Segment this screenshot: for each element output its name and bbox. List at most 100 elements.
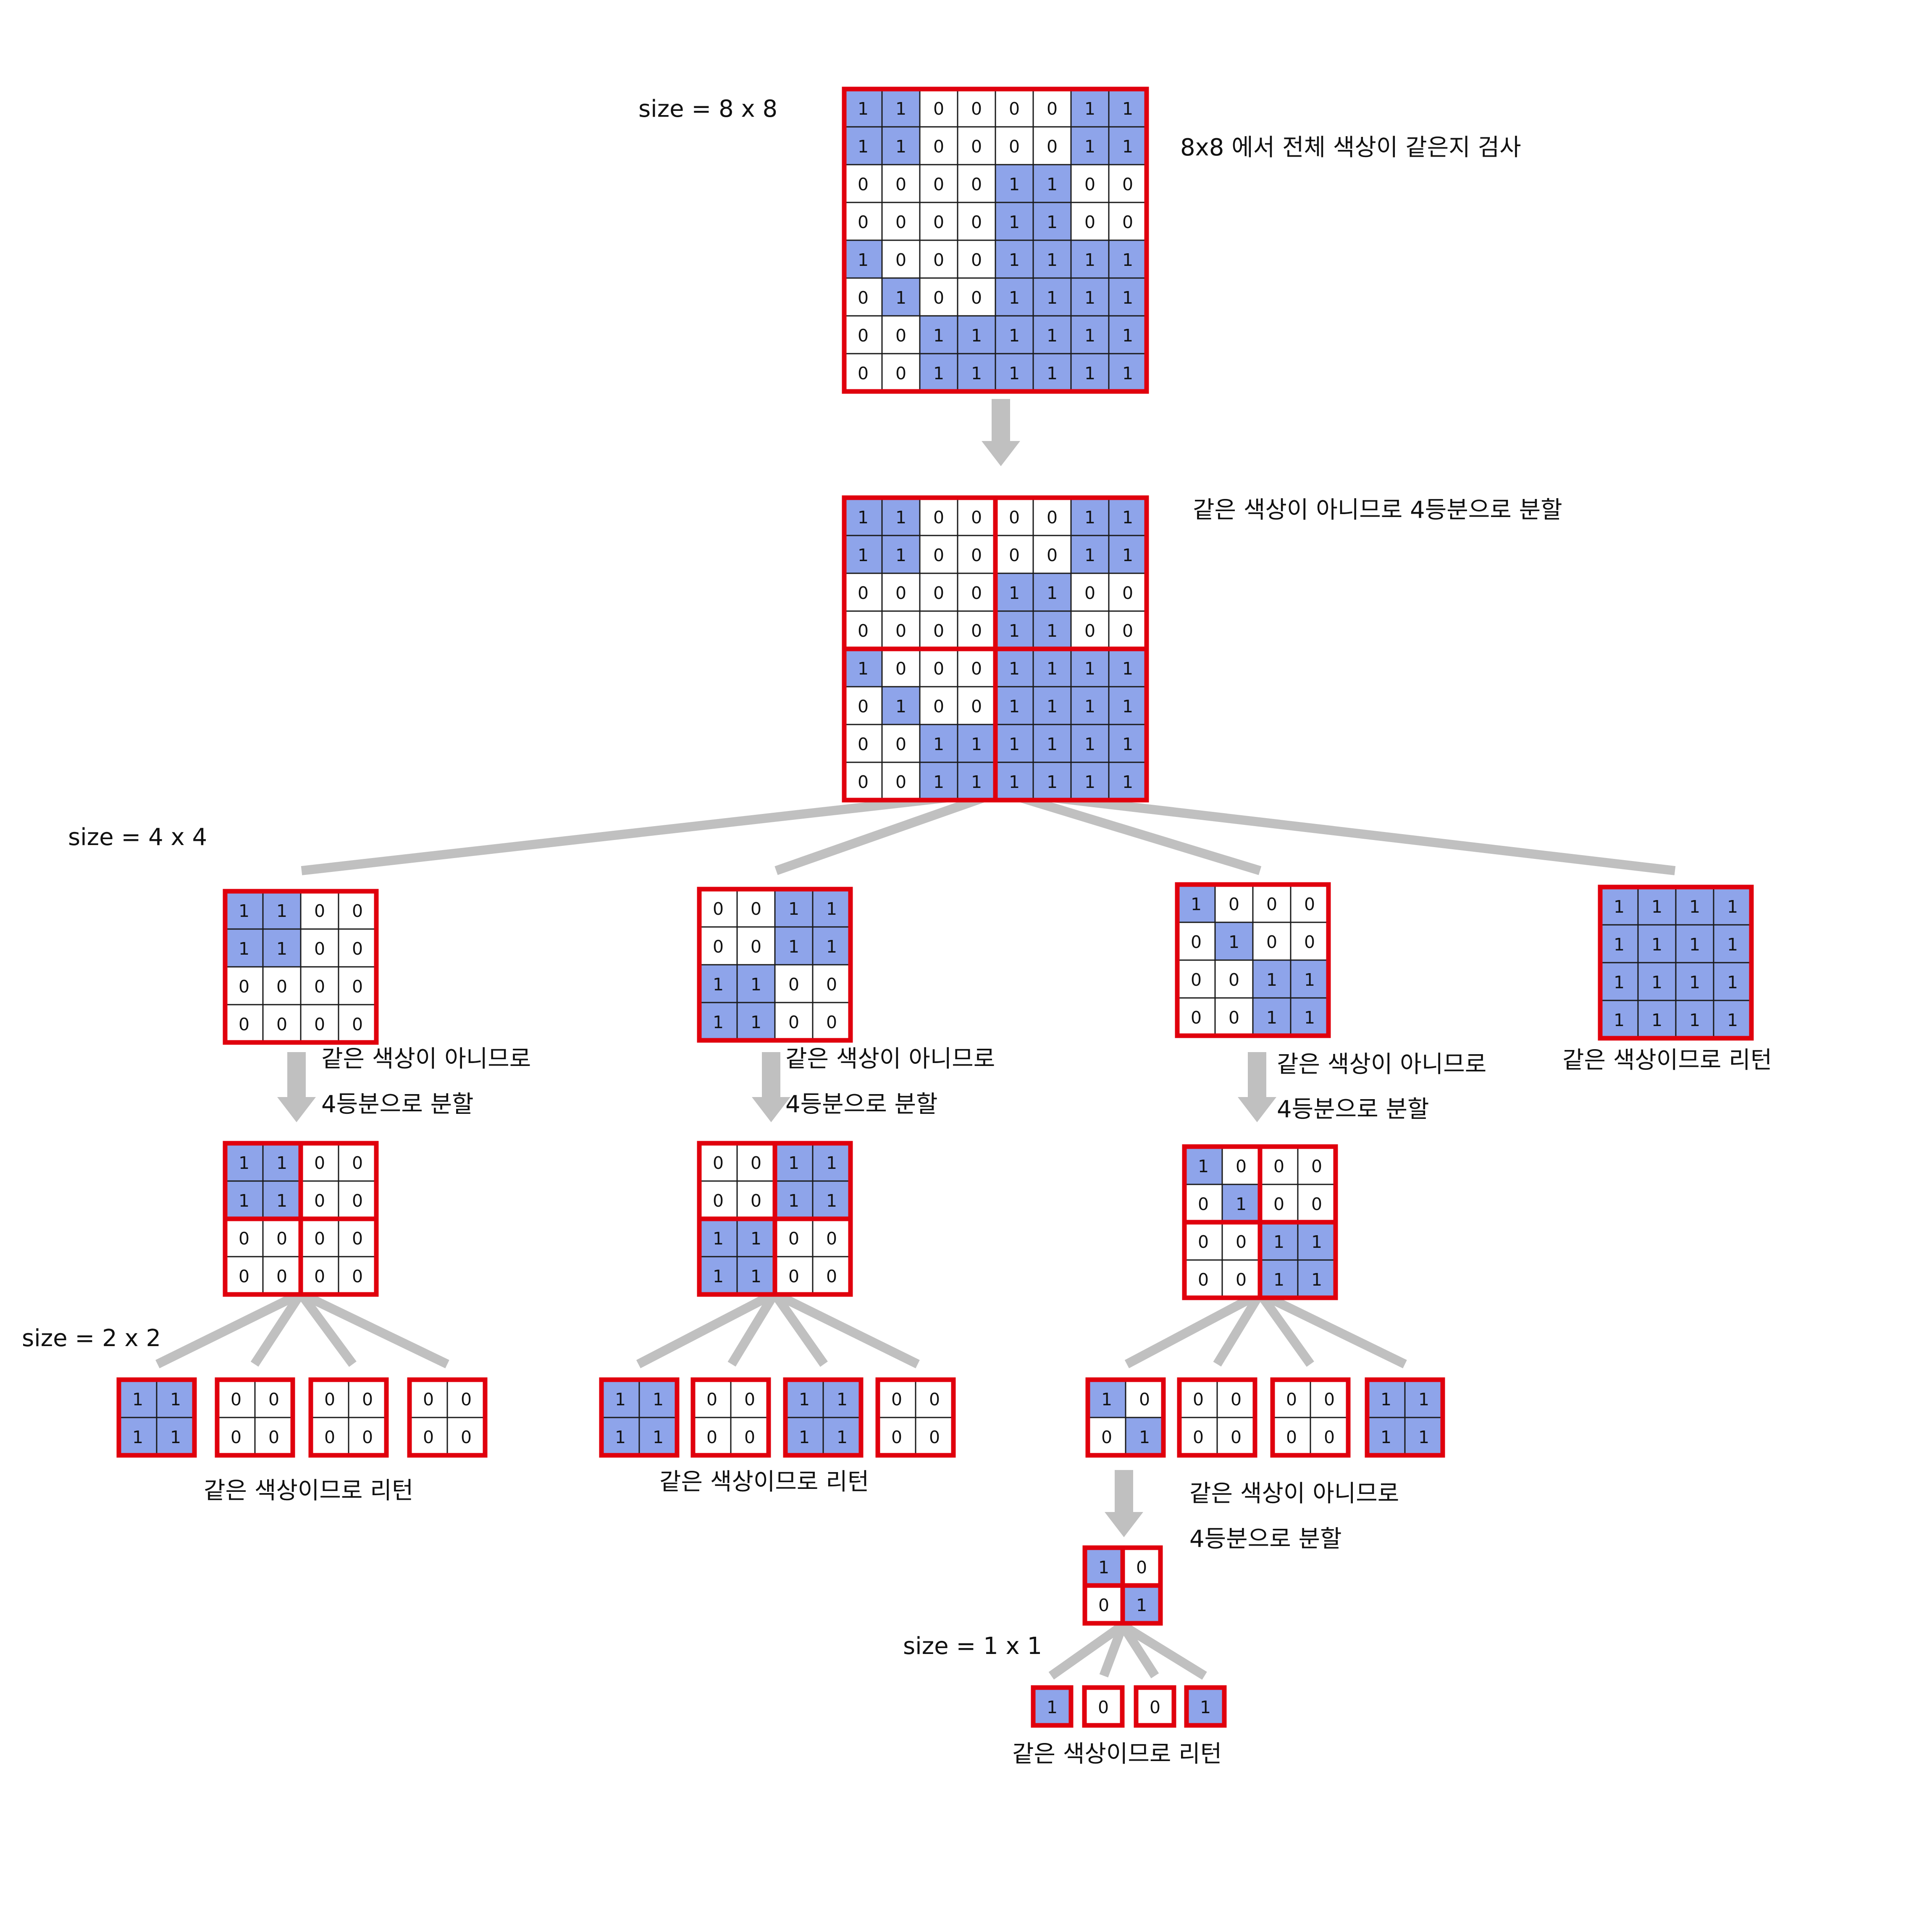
grid-cell-value: 1 — [751, 1012, 761, 1032]
grid-cell-value: 0 — [971, 696, 982, 717]
grid-cell — [957, 239, 996, 279]
grid-cell-value: 1 — [1009, 583, 1020, 603]
grid-cell — [957, 535, 996, 574]
grid-cell — [995, 353, 1034, 392]
grid-cell-value: 0 — [1150, 1697, 1160, 1717]
connector-line — [727, 1291, 779, 1367]
red-block-border — [1184, 1685, 1227, 1728]
grid-cell-value: 1 — [1122, 250, 1133, 270]
label-size-2: size = 2 x 2 — [22, 1325, 161, 1352]
grid-cell-value: 0 — [276, 976, 287, 997]
grid-cell-value: 0 — [713, 937, 724, 957]
grid-cell — [1032, 315, 1072, 354]
label-split-b: 4등분으로 분할 — [785, 1091, 938, 1118]
grid-cell — [1186, 1687, 1225, 1726]
grid-cell-value: 0 — [1304, 894, 1315, 914]
grid-cell-value: 0 — [1198, 1194, 1209, 1214]
grid-cell-value: 1 — [653, 1427, 664, 1447]
grid-cell-value: 1 — [971, 363, 982, 383]
grid-cell — [1070, 239, 1110, 279]
grid-cell-value: 1 — [1139, 1427, 1150, 1447]
grid-cell-value: 0 — [971, 174, 982, 194]
connector-line — [774, 787, 1003, 875]
grid-cell-value: 1 — [858, 507, 869, 528]
grid-cell-value: 0 — [1136, 1557, 1147, 1578]
grid-cell-value: 1 — [1236, 1194, 1247, 1214]
grid-cell-value: 1 — [1122, 99, 1133, 119]
grid-cell-value: 1 — [239, 901, 249, 921]
grid-cell-value: 0 — [352, 976, 363, 997]
grid-cell-value: 1 — [1122, 696, 1133, 717]
grid-cell-value: 1 — [1101, 1389, 1112, 1410]
grid-cell — [1032, 648, 1072, 688]
grid-cell-value: 0 — [1139, 1389, 1150, 1410]
grid-cell-value: 0 — [891, 1427, 902, 1447]
grid-cell-value: 1 — [1122, 288, 1133, 308]
grid-cell-value: 0 — [933, 507, 944, 528]
grid-cell — [262, 890, 302, 930]
label-return-d: 같은 색상이므로 리턴 — [1562, 1047, 1772, 1074]
connector-line — [1256, 1291, 1314, 1367]
grid-cell-value: 1 — [1418, 1427, 1429, 1447]
grid-cell-value: 1 — [1084, 696, 1095, 717]
grid-cell-value: 0 — [324, 1427, 335, 1447]
grid-cell — [1108, 761, 1147, 801]
grid-cell-value: 0 — [423, 1427, 434, 1447]
grid-cell-value: 0 — [314, 1153, 325, 1173]
grid-cell-value: 0 — [933, 696, 944, 717]
grid-cell-value: 0 — [1047, 507, 1058, 528]
red-block-border — [1177, 1377, 1257, 1458]
grid-cell-value: 1 — [1122, 659, 1133, 679]
connector-line — [636, 1289, 777, 1368]
red-block-border — [697, 887, 853, 1043]
grid-cell — [881, 353, 921, 392]
grid-cell — [1176, 997, 1216, 1037]
grid-cell — [1032, 353, 1072, 392]
grid-cell-value: 1 — [1084, 507, 1095, 528]
grid-cell-value: 1 — [1047, 659, 1058, 679]
grid-cell-value: 0 — [929, 1389, 940, 1410]
grid-cell-value: 1 — [1122, 772, 1133, 792]
grid-cell — [1084, 1585, 1124, 1624]
red-block-border — [215, 1377, 295, 1458]
label-size-4: size = 4 x 4 — [68, 824, 207, 851]
grid-cell — [1070, 497, 1110, 536]
grid-cell-value: 1 — [1084, 363, 1095, 383]
grid-cell-value: 1 — [1047, 212, 1058, 232]
grid-cell — [1070, 202, 1110, 241]
connector-line — [770, 1291, 828, 1367]
connector-line — [1048, 1622, 1126, 1680]
grid-cell-value: 1 — [895, 507, 906, 528]
grid-cell-value: 1 — [1614, 897, 1625, 917]
grid-cell — [1214, 997, 1254, 1037]
grid-cell-value: 1 — [1418, 1389, 1429, 1410]
grid-cell-value: 0 — [268, 1389, 279, 1410]
grid-cell-value: 1 — [1084, 659, 1095, 679]
grid-cell — [224, 890, 264, 930]
grid-cell — [881, 239, 921, 279]
label-split-a: 4등분으로 분할 — [321, 1091, 474, 1118]
grid-cell-value: 0 — [895, 734, 906, 754]
red-block-border — [1134, 1685, 1176, 1728]
grid-cell-value: 1 — [1009, 250, 1020, 270]
grid-cell-value: 0 — [706, 1427, 717, 1447]
grid-cell — [774, 1180, 814, 1220]
grid-cell — [1032, 88, 1072, 128]
grid-cell — [216, 1379, 256, 1418]
grid-cell-value: 1 — [1381, 1389, 1391, 1410]
grid-cell-value: 0 — [1311, 1194, 1322, 1214]
grid-cell-value: 1 — [1009, 734, 1020, 754]
grid-d4-25: 1 — [1184, 1685, 1227, 1728]
grid-cell-value: 1 — [1084, 136, 1095, 157]
grid-cell-value: 1 — [713, 1266, 724, 1286]
grid-cell-value: 0 — [1286, 1427, 1297, 1447]
red-block-border — [1082, 1685, 1125, 1728]
